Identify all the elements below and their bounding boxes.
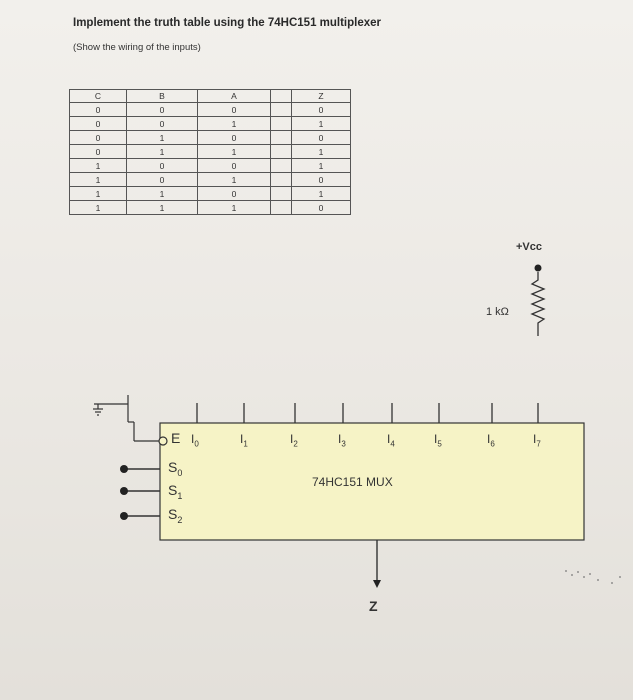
resistor-label: 1 kΩ [486, 306, 509, 318]
mux-chip-body [159, 422, 585, 541]
ground-symbol [93, 395, 159, 442]
table-cell: 1 [69, 200, 127, 215]
input-label-i3: I3 [338, 432, 346, 449]
output-label: Z [369, 598, 378, 614]
select-label-s2: S2 [168, 506, 183, 525]
input-label-i4: I4 [387, 432, 395, 449]
select-dot-s0[interactable] [120, 465, 128, 473]
select-wires [124, 468, 160, 517]
input-label-i7: I7 [533, 432, 541, 449]
select-label-s0: S0 [168, 459, 183, 478]
input-label-i1: I1 [240, 432, 248, 449]
question-title: Implement the truth table using the 74HC… [73, 17, 382, 29]
input-label-i6: I6 [487, 432, 495, 449]
resistor-symbol [530, 272, 546, 336]
question-subtitle: (Show the wiring of the inputs) [73, 42, 201, 53]
input-label-i5: I5 [434, 432, 442, 449]
table-cell: 1 [126, 200, 198, 215]
table-cell: 1 [197, 200, 271, 215]
enable-bubble [158, 436, 168, 446]
data-input-pins [196, 403, 539, 423]
vcc-label: +Vcc [516, 241, 542, 253]
table-cell-output: 0 [291, 200, 351, 215]
paper-specks [565, 570, 621, 584]
select-dot-s1[interactable] [120, 487, 128, 495]
select-label-s1: S1 [168, 482, 183, 501]
vcc-node [534, 264, 542, 272]
output-arrow [373, 580, 381, 588]
enable-label: E [171, 430, 181, 446]
chip-label: 74HC151 MUX [312, 475, 393, 489]
select-dot-s2[interactable] [120, 512, 128, 520]
input-label-i0: I0 [191, 432, 199, 449]
input-label-i2: I2 [290, 432, 298, 449]
